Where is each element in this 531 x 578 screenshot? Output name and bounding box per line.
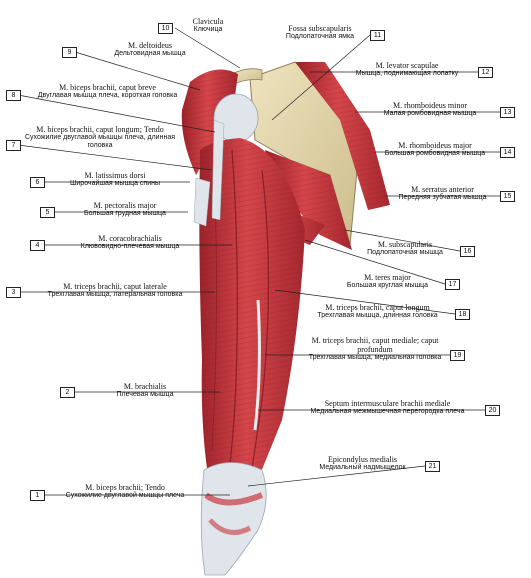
label-9-russian: Дельтовидная мышца bbox=[114, 50, 186, 57]
label-3-russian: Трехглавая мышца, латеральная головка bbox=[47, 291, 183, 298]
label-9: M. deltoideus Дельтовидная мышца bbox=[65, 41, 235, 58]
label-number-4: 4 bbox=[30, 240, 45, 251]
label-2: M. brachialis Плечевая мышца bbox=[60, 382, 230, 399]
label-1-latin: M. biceps brachii; Tendo bbox=[85, 483, 165, 492]
label-15: M. serratus anterior Передняя зубчатая м… bbox=[385, 185, 500, 202]
label-18: M. triceps brachii, caput longum Трехгла… bbox=[300, 303, 455, 320]
label-20-latin: Septum intermusculare brachii mediale bbox=[324, 399, 451, 408]
label-number-13: 13 bbox=[500, 107, 515, 118]
label-12-latin: M. levator scapulae bbox=[375, 61, 439, 70]
label-12-russian: Мышца, поднимающая лопатку bbox=[355, 70, 459, 77]
label-4: M. coracobrachialis Клювовидно-плечевая … bbox=[45, 234, 215, 251]
label-number-21: 21 bbox=[425, 461, 440, 472]
label-number-11: 11 bbox=[370, 30, 385, 41]
label-6: M. latissimus dorsi Широчайшая мышца спи… bbox=[30, 171, 200, 188]
label-2-russian: Плечевая мышца bbox=[116, 391, 174, 398]
label-7-latin: M. biceps brachii, caput longum; Tendo bbox=[36, 125, 164, 134]
label-1: M. biceps brachii; Tendo Сухожилие двугл… bbox=[40, 483, 210, 500]
label-19-latin: M. triceps brachii, caput mediale; caput… bbox=[311, 336, 439, 354]
label-number-12: 12 bbox=[478, 67, 493, 78]
label-11-russian: Подлопаточная ямка bbox=[285, 33, 355, 40]
label-number-7: 7 bbox=[6, 140, 21, 151]
label-13-latin: M. rhomboideus minor bbox=[393, 101, 467, 110]
label-5-russian: Большая грудная мышца bbox=[84, 210, 166, 217]
label-11-latin: Fossa subscapularis bbox=[288, 24, 352, 33]
label-4-russian: Клювовидно-плечевая мышца bbox=[80, 243, 180, 250]
label-16-latin: M. subscapularis bbox=[377, 240, 433, 249]
label-5-latin: M. pectoralis major bbox=[93, 201, 157, 210]
label-number-2: 2 bbox=[60, 387, 75, 398]
label-16: M. subscapularis Подлопаточная мышца bbox=[350, 240, 460, 257]
label-10-latin: Clavicula bbox=[192, 17, 224, 26]
label-21-latin: Epicondylus medialis bbox=[327, 455, 398, 464]
label-number-20: 20 bbox=[485, 405, 500, 416]
label-10: Clavicula Ключица bbox=[178, 17, 238, 34]
label-19: M. triceps brachii, caput mediale; caput… bbox=[300, 336, 450, 362]
intermuscular-septum bbox=[253, 299, 261, 431]
label-20: Septum intermusculare brachii mediale Ме… bbox=[290, 399, 485, 416]
label-20-russian: Медиальная межмышечная перегородка плеча bbox=[310, 408, 465, 415]
label-3-latin: M. triceps brachii, caput laterale bbox=[63, 282, 167, 291]
label-12: M. levator scapulae Мышца, поднимающая л… bbox=[336, 61, 478, 78]
elbow-region bbox=[200, 462, 267, 576]
label-13-russian: Малая ромбовидная мышца bbox=[383, 110, 477, 117]
label-number-3: 3 bbox=[6, 287, 21, 298]
label-13: M. rhomboideus minor Малая ромбовидная м… bbox=[360, 101, 500, 118]
label-5: M. pectoralis major Большая грудная мышц… bbox=[40, 201, 210, 218]
label-8-latin: M. biceps brachii, caput breve bbox=[59, 83, 156, 92]
label-17-russian: Большая круглая мышца bbox=[346, 282, 429, 289]
label-number-5: 5 bbox=[40, 207, 55, 218]
label-19-russian: Трехглавая мышца, медиальная головка bbox=[308, 354, 442, 361]
clavicle bbox=[231, 68, 263, 85]
label-number-10: 10 bbox=[158, 23, 173, 34]
label-14: M. rhomboideus major Большая ромбовидная… bbox=[370, 141, 500, 158]
label-16-russian: Подлопаточная мышца bbox=[367, 249, 443, 256]
label-number-8: 8 bbox=[6, 90, 21, 101]
label-number-15: 15 bbox=[500, 191, 515, 202]
label-18-latin: M. triceps brachii, caput longum bbox=[325, 303, 430, 312]
label-8-russian: Двуглавая мышца плеча, короткая головка bbox=[37, 92, 178, 99]
biceps-tendon bbox=[211, 119, 225, 221]
label-number-18: 18 bbox=[455, 309, 470, 320]
label-15-latin: M. serratus anterior bbox=[411, 185, 474, 194]
label-9-latin: M. deltoideus bbox=[128, 41, 172, 50]
label-2-latin: M. brachialis bbox=[123, 382, 167, 391]
label-number-19: 19 bbox=[450, 350, 465, 361]
label-17-latin: M. teres major bbox=[364, 273, 411, 282]
label-6-latin: M. latissimus dorsi bbox=[84, 171, 146, 180]
label-11: Fossa subscapularis Подлопаточная ямка bbox=[270, 24, 370, 41]
label-14-russian: Большая ромбовидная мышца bbox=[384, 150, 486, 157]
label-number-14: 14 bbox=[500, 147, 515, 158]
label-7-russian: Сухожилие двуглавой мышцы плеча, длинная… bbox=[24, 134, 176, 149]
label-number-9: 9 bbox=[62, 47, 77, 58]
label-21-russian: Медиальный надмыщелок bbox=[319, 464, 406, 471]
label-3: M. triceps brachii, caput laterale Трехг… bbox=[20, 282, 210, 299]
label-number-17: 17 bbox=[445, 279, 460, 290]
label-1-russian: Сухожилие двуглавой мышцы плеча bbox=[65, 492, 185, 499]
label-8: M. biceps brachii, caput breve Двуглавая… bbox=[20, 83, 195, 100]
label-17: M. teres major Большая круглая мышца bbox=[330, 273, 445, 290]
label-6-russian: Широчайшая мышца спины bbox=[69, 180, 161, 187]
label-4-latin: M. coracobrachialis bbox=[98, 234, 162, 243]
label-number-1: 1 bbox=[30, 490, 45, 501]
label-21: Epicondylus medialis Медиальный надмыщел… bbox=[300, 455, 425, 472]
label-10-russian: Ключица bbox=[193, 26, 223, 33]
label-number-16: 16 bbox=[460, 246, 475, 257]
label-14-latin: M. rhomboideus major bbox=[398, 141, 472, 150]
label-7: M. biceps brachii, caput longum; Tendo С… bbox=[20, 125, 180, 150]
label-15-russian: Передняя зубчатая мышца bbox=[398, 194, 487, 201]
label-18-russian: Трехглавая мышца, длинная головка bbox=[317, 312, 438, 319]
label-number-6: 6 bbox=[30, 177, 45, 188]
